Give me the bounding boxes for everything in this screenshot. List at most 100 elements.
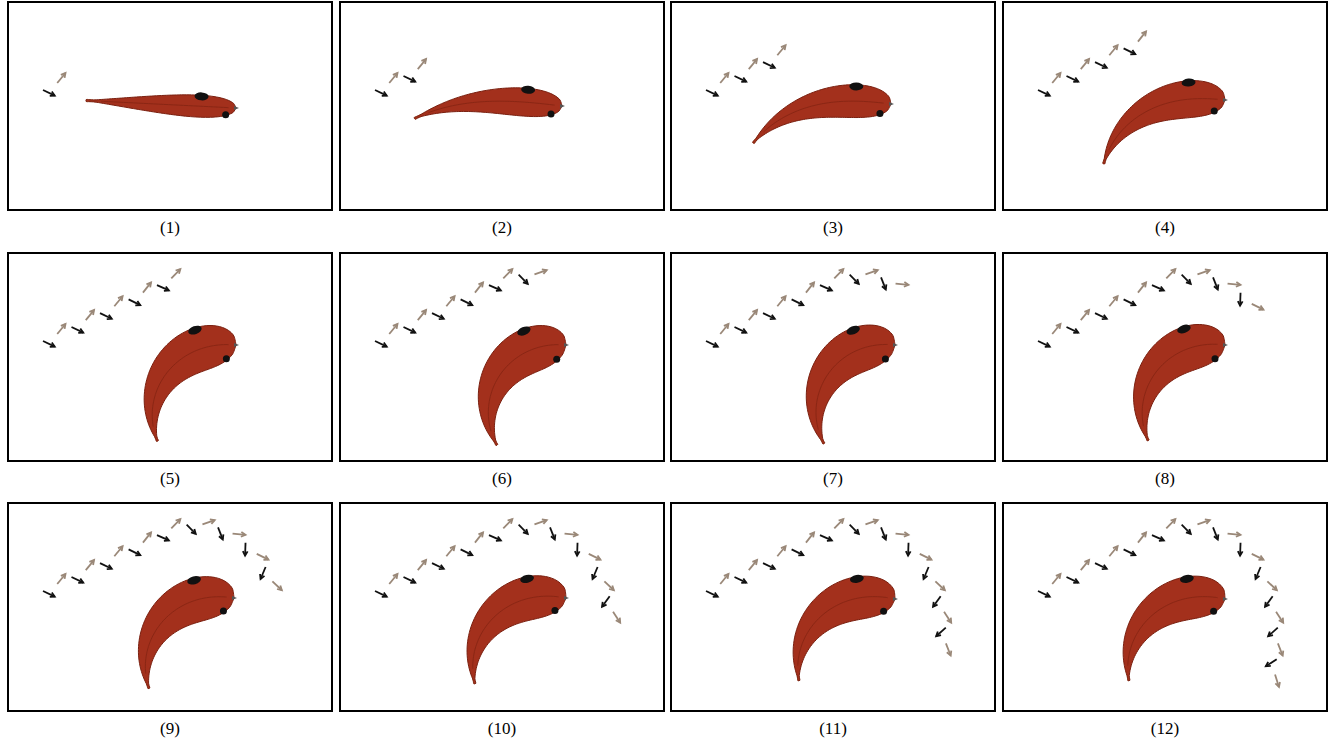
arrow-shaft — [593, 567, 598, 579]
orientation-arrow — [734, 577, 746, 583]
arrow-head — [1255, 574, 1259, 579]
fish-eye — [1212, 355, 1219, 362]
arrow-head — [210, 519, 215, 524]
arrow-head — [523, 279, 528, 284]
arrow-shaft — [1182, 275, 1191, 284]
arrow-head — [78, 329, 83, 333]
orientation-arrow — [1266, 659, 1277, 666]
orientation-arrow — [589, 554, 601, 560]
lateral-line — [145, 597, 226, 674]
arrow-head — [421, 310, 426, 315]
arrow-head — [1266, 662, 1271, 666]
arrow-head — [592, 574, 596, 579]
arrow-head — [854, 529, 859, 534]
arrow-head — [191, 529, 196, 534]
orientation-arrow — [1052, 324, 1060, 334]
frame-border — [1003, 253, 1327, 461]
frame-border — [8, 2, 332, 210]
fish-eye — [553, 356, 560, 363]
arrow-shaft — [375, 341, 387, 347]
arrow-head — [575, 551, 580, 555]
arrow-head — [827, 286, 832, 290]
arrow-shaft — [489, 285, 501, 290]
arrow-shaft — [850, 525, 859, 534]
orientation-arrow — [613, 612, 620, 623]
arrow-shaft — [114, 296, 122, 306]
orientation-arrow — [260, 567, 266, 579]
arrow-head — [542, 269, 547, 274]
frame-border — [1003, 503, 1327, 711]
arrow-head — [947, 618, 951, 623]
arrow-shaft — [418, 310, 426, 320]
arrow-shaft — [534, 520, 546, 524]
arrow-shaft — [202, 520, 214, 524]
orientation-arrow — [763, 563, 775, 569]
arrow-shaft — [1197, 520, 1209, 524]
arrow-shaft — [446, 296, 454, 306]
arrow-head — [496, 286, 501, 290]
arrow-head — [1159, 536, 1164, 540]
orientation-arrow — [1124, 549, 1136, 555]
orientation-arrow — [834, 269, 843, 278]
orientation-arrow — [418, 59, 426, 69]
arrow-shaft — [706, 591, 718, 597]
pectoral-fin — [849, 574, 864, 584]
orientation-arrow — [519, 525, 528, 534]
orientation-arrow — [906, 543, 911, 556]
orientation-arrow — [896, 532, 909, 537]
orientation-arrow — [720, 324, 728, 334]
arrow-head — [146, 282, 151, 287]
lateral-line — [101, 101, 228, 107]
arrow-head — [595, 556, 600, 560]
arrow-head — [89, 560, 94, 565]
arrow-head — [410, 579, 415, 583]
arrow-shaft — [1213, 527, 1218, 539]
arrow-shaft — [1081, 560, 1089, 570]
arrow-shaft — [1166, 519, 1175, 528]
arrow-shaft — [1052, 73, 1060, 83]
fish-eye — [551, 607, 558, 614]
arrow-head — [839, 519, 844, 524]
orientation-arrow — [1038, 341, 1050, 347]
orientation-arrow — [534, 519, 546, 524]
orientation-arrow — [218, 527, 223, 539]
orientation-arrow — [389, 574, 397, 584]
frame-number: (5) — [160, 469, 180, 489]
arrow-head — [781, 45, 786, 50]
orientation-arrow — [157, 535, 169, 541]
frame-number: (4) — [1155, 218, 1175, 238]
arrow-shaft — [1275, 675, 1279, 687]
arrow-head — [107, 315, 112, 319]
arrow-shaft — [71, 577, 83, 583]
arrow-shaft — [1038, 341, 1050, 347]
orientation-arrow — [1081, 560, 1089, 570]
orientation-arrow — [71, 577, 83, 583]
orientation-arrow — [1138, 532, 1146, 542]
arrow-head — [854, 279, 859, 284]
arrow-head — [1279, 618, 1283, 623]
fish-snout — [1223, 343, 1228, 347]
arrow-shaft — [432, 313, 444, 319]
frame-number: (10) — [488, 719, 516, 739]
arrow-head — [1171, 519, 1176, 524]
arrow-head — [873, 519, 878, 524]
arrow-head — [1171, 269, 1176, 274]
arrow-shaft — [1109, 45, 1117, 55]
arrow-head — [1141, 532, 1146, 537]
orientation-arrow — [503, 269, 512, 278]
arrow-head — [882, 284, 886, 289]
arrow-head — [219, 534, 223, 539]
orientation-arrow — [403, 76, 415, 82]
arrow-shaft — [1095, 563, 1107, 569]
arrow-shaft — [187, 525, 196, 534]
orientation-arrow — [475, 532, 483, 542]
orientation-arrow — [157, 285, 169, 291]
arrow-head — [873, 269, 878, 274]
fish-eye — [880, 608, 887, 615]
arrow-head — [1056, 574, 1061, 579]
lateral-line — [488, 345, 558, 432]
arrow-shaft — [71, 327, 83, 333]
arrow-shaft — [403, 577, 415, 583]
fish-body — [1134, 324, 1225, 440]
orientation-arrow — [57, 324, 65, 334]
